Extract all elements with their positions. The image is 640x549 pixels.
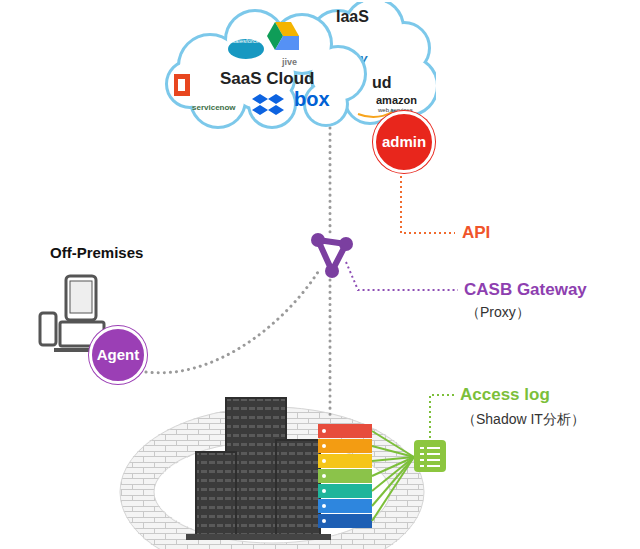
annotation-label: （Proxy） — [466, 304, 530, 320]
logo-text: salesforce — [232, 38, 259, 45]
node-label: Agent — [97, 347, 140, 364]
logo-text: amazon — [376, 94, 417, 106]
log-lines — [372, 431, 414, 521]
server-rack — [318, 424, 372, 528]
agent-circle: Agent — [89, 326, 147, 384]
admin-circle: admin — [373, 111, 435, 173]
node-label: admin — [382, 134, 426, 151]
leader-line — [430, 395, 454, 438]
cloud-title: ud — [372, 74, 392, 92]
zone-label: Off-Premises — [50, 244, 143, 261]
connection-line — [146, 128, 330, 420]
cloud-title: IaaS — [336, 8, 369, 26]
leader-line — [346, 262, 458, 290]
cloud-shape — [160, 8, 370, 130]
logo-text: jive — [282, 58, 297, 68]
annotation-label: API — [462, 223, 490, 243]
annotation-label: CASB Gateway — [464, 280, 587, 300]
access-log-icon — [414, 440, 446, 472]
gateway-icon — [311, 233, 353, 278]
building — [186, 398, 331, 540]
logo-text: box — [294, 88, 330, 110]
logo-text: servicenow — [192, 104, 236, 113]
cloud-title: SaaS Cloud — [220, 70, 314, 89]
annotation-label: Access log — [460, 385, 550, 405]
leader-line — [401, 176, 455, 233]
annotation-label: （Shadow IT分析） — [462, 411, 585, 427]
cloud-box: SaaS Cloud salesforce jive servicenow box — [160, 8, 370, 130]
